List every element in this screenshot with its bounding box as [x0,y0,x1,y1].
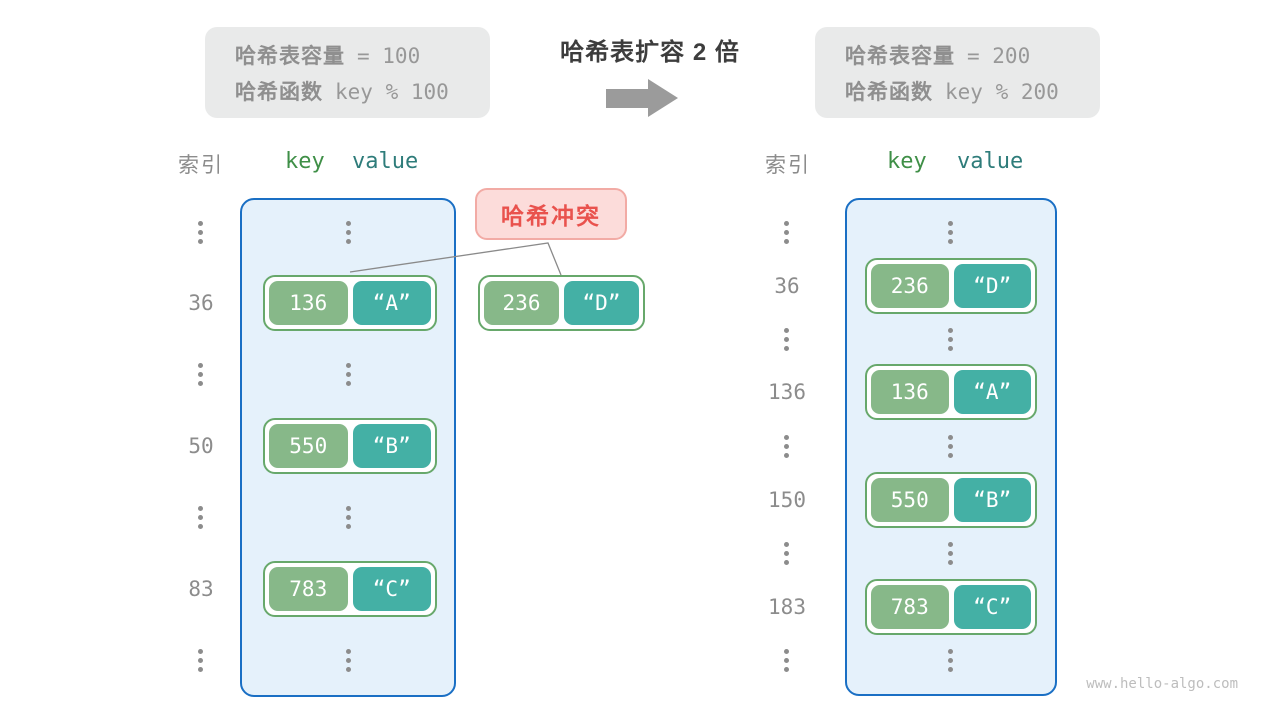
capacity-label: 哈希表容量 [235,44,345,68]
left-header-index: 索引 [178,154,224,177]
key-cell: 136 [871,370,949,414]
vertical-ellipsis-icon [198,506,203,529]
key-value-pair: 136 “A” [263,275,437,331]
key-cell: 783 [871,585,949,629]
vertical-ellipsis-icon [948,221,953,244]
key-cell: 550 [269,424,348,468]
capacity-line: 哈希表容量 = 200 [845,40,1100,70]
vertical-ellipsis-icon [346,649,351,672]
vertical-ellipsis-icon [198,363,203,386]
hash-function-line: 哈希函数 key % 100 [235,76,490,106]
hash-collision-label: 哈希冲突 [475,188,627,240]
key-value-pair: 550 “B” [865,472,1037,528]
vertical-ellipsis-icon [784,221,789,244]
vertical-ellipsis-icon [948,649,953,672]
value-cell: “A” [953,370,1031,414]
key-cell: 550 [871,478,949,522]
vertical-ellipsis-icon [948,435,953,458]
info-box-before: 哈希表容量 = 100 哈希函数 key % 100 [205,27,490,118]
info-box-after: 哈希表容量 = 200 哈希函数 key % 200 [815,27,1100,118]
vertical-ellipsis-icon [784,649,789,672]
index-label: 36 [188,291,214,315]
key-value-pair: 783 “C” [263,561,437,617]
collision-key-value-pair: 236 “D” [478,275,645,331]
capacity-line: 哈希表容量 = 100 [235,40,490,70]
value-cell: “B” [953,478,1031,522]
left-header-value: value [352,149,419,174]
index-label: 83 [188,577,214,601]
index-label: 136 [768,380,806,404]
index-label: 50 [188,434,214,458]
capacity-value: = 100 [357,43,421,68]
right-header-index: 索引 [765,154,811,177]
capacity-value: = 200 [967,43,1031,68]
index-label: 183 [768,595,806,619]
key-value-pair: 550 “B” [263,418,437,474]
value-cell: “B” [352,424,431,468]
hash-function-label: 哈希函数 [845,80,933,104]
key-value-pair: 136 “A” [865,364,1037,420]
vertical-ellipsis-icon [198,649,203,672]
watermark: www.hello-algo.com [1086,676,1238,692]
vertical-ellipsis-icon [784,328,789,351]
key-value-pair: 783 “C” [865,579,1037,635]
hash-function-value: key % 100 [335,79,449,104]
value-cell: “A” [352,281,431,325]
value-cell: “C” [953,585,1031,629]
hash-function-value: key % 200 [945,79,1059,104]
vertical-ellipsis-icon [784,542,789,565]
index-label: 36 [774,274,800,298]
capacity-label: 哈希表容量 [845,44,955,68]
key-cell: 236 [484,281,559,325]
key-cell: 783 [269,567,348,611]
right-header-key: key [887,149,927,174]
value-cell: “C” [352,567,431,611]
key-cell: 136 [269,281,348,325]
right-header-value: value [957,149,1024,174]
left-header-key: key [285,149,325,174]
vertical-ellipsis-icon [346,363,351,386]
index-label: 150 [768,488,806,512]
vertical-ellipsis-icon [346,221,351,244]
vertical-ellipsis-icon [198,221,203,244]
diagram-title: 哈希表扩容 2 倍 [560,39,740,66]
key-cell: 236 [871,264,949,308]
vertical-ellipsis-icon [948,542,953,565]
key-value-pair: 236 “D” [865,258,1037,314]
vertical-ellipsis-icon [346,506,351,529]
vertical-ellipsis-icon [784,435,789,458]
value-cell: “D” [564,281,639,325]
hash-function-line: 哈希函数 key % 200 [845,76,1100,106]
hash-function-label: 哈希函数 [235,80,323,104]
value-cell: “D” [953,264,1031,308]
vertical-ellipsis-icon [948,328,953,351]
